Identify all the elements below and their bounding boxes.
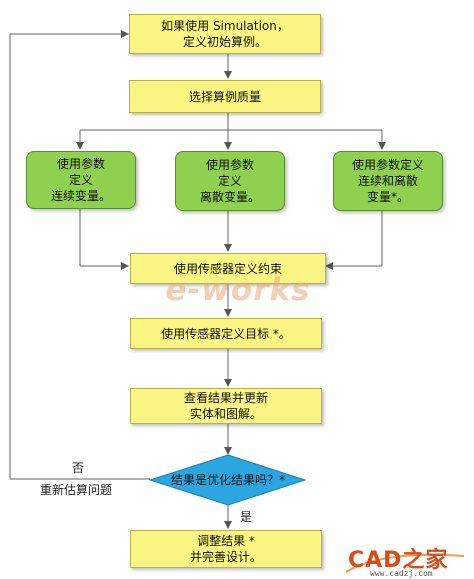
label-yes: 是 <box>240 510 253 524</box>
box-mixed-variables-text: 使用参数定义 连续和离散 变量*。 <box>351 158 424 204</box>
box-mixed-variables: 使用参数定义 连续和离散 变量*。 <box>333 151 443 211</box>
decision-text: 结果是优化结果吗？* <box>170 473 285 487</box>
box-sensor-goals: 使用传感器定义目标 *。 <box>130 318 322 349</box>
cad-logo-text: CAD之家 <box>348 548 449 573</box>
cad-logo-url: www.cadzj.com <box>370 569 433 578</box>
box-study-quality: 选择算例质量 <box>129 80 321 113</box>
box-review-results-text: 查看结果并更新 实体和图解。 <box>183 391 268 421</box>
decision-diamond <box>148 454 307 506</box>
box-study-quality-text: 选择算例质量 <box>188 89 261 104</box>
box-discrete-variables-text: 使用参数 定义 离散变量。 <box>199 158 260 204</box>
label-reestimate: 重新估算问题 <box>40 483 113 497</box>
cad-logo-watermark: CAD之家 www.cadzj.com <box>344 542 474 579</box>
box-review-results: 查看结果并更新 实体和图解。 <box>130 388 322 424</box>
decision-label-wrap: 结果是优化结果吗？* <box>150 467 306 493</box>
eworks-watermark: e-works <box>150 268 326 312</box>
box-continuous-variables-text: 使用参数 定义 连续变量。 <box>50 157 111 203</box>
box-sensor-goals-text: 使用传感器定义目标 *。 <box>161 326 291 341</box>
box-initial-study: 如果使用 Simulation， 定义初始算例。 <box>129 14 321 54</box>
arrow-loop-back <box>9 30 150 480</box>
box-discrete-variables: 使用参数 定义 离散变量。 <box>175 151 285 211</box>
box-adjust-results-text: 调整结果 * 并完善设计。 <box>189 534 262 564</box>
label-no: 否 <box>72 461 85 475</box>
box-continuous-variables: 使用参数 定义 连续变量。 <box>26 151 136 209</box>
box-sensor-constraints: 使用传感器定义约束 <box>130 253 326 284</box>
eworks-watermark-text: e-works <box>165 272 311 308</box>
cad-logo-swoosh <box>345 553 465 573</box>
box-sensor-constraints-text: 使用传感器定义约束 <box>173 261 282 276</box>
box-initial-study-text: 如果使用 Simulation， 定义初始算例。 <box>161 19 289 49</box>
box-adjust-results: 调整结果 * 并完善设计。 <box>130 530 322 568</box>
